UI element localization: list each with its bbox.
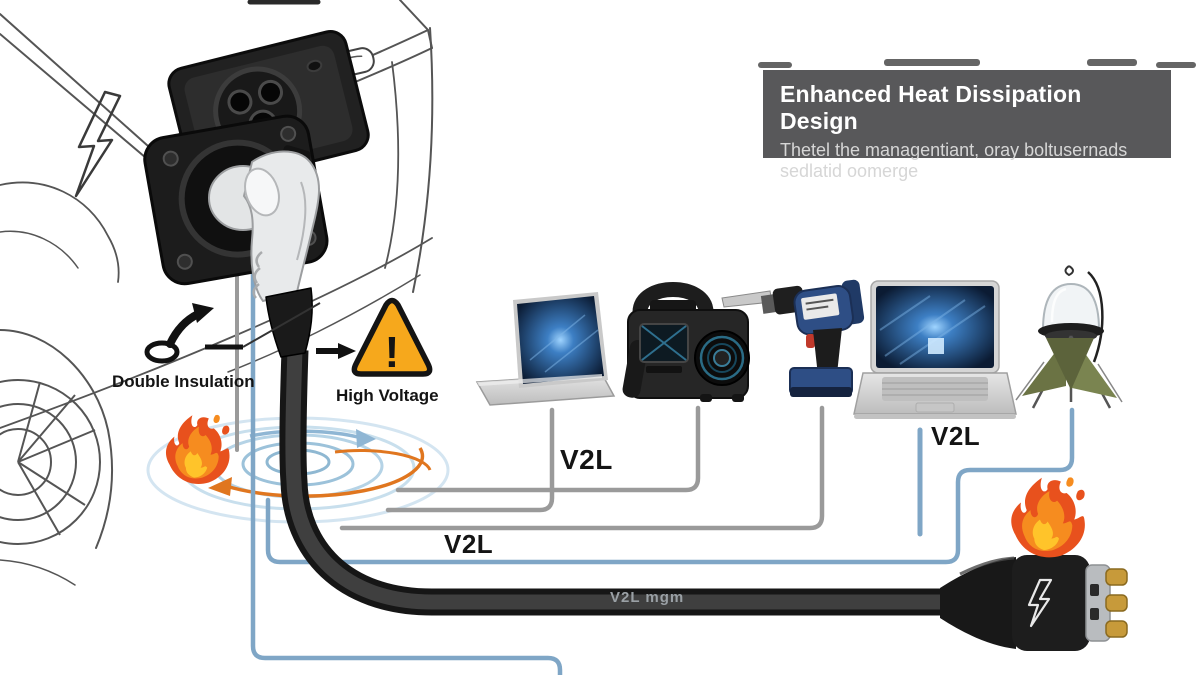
- device-camping-lantern: [1015, 265, 1123, 409]
- double-insulation-label: Double Insulation: [112, 372, 255, 391]
- callout-line2: sedlatid oomerge: [780, 161, 919, 181]
- device-power-station: [622, 282, 750, 402]
- warning-exclamation: !: [385, 328, 400, 377]
- device-laptop-1: [475, 292, 616, 406]
- line-gray-laptop1: [385, 407, 555, 513]
- arrow-right-icon: [316, 343, 356, 359]
- connection-lines: [235, 223, 1075, 675]
- flame-icon: [1011, 477, 1085, 558]
- line-gray-drill: [339, 405, 825, 531]
- device-laptop-2: [853, 280, 1017, 419]
- callout-line1: Thetel the managentiant, oray boltuserna…: [780, 140, 1128, 160]
- charging-plug: [208, 145, 320, 358]
- line-blue-to-lantern: [265, 407, 1075, 565]
- cable-text-label: V2L mgm: [610, 589, 685, 606]
- v2l-connector-icon: [940, 555, 1128, 651]
- wheel-sketch: [0, 379, 101, 545]
- warning-triangle-icon: !: [351, 297, 433, 377]
- v2l-label-lower: V2L: [444, 529, 494, 559]
- top-edge-marks: [758, 59, 1196, 68]
- pointer-line-to-cable: [242, 302, 321, 348]
- v2l-label-upper: V2L: [560, 444, 613, 475]
- callout-title: Enhanced Heat Dissipation Design: [780, 81, 1082, 134]
- device-drill: [721, 279, 865, 397]
- lightning-bolt-sketch-icon: [74, 90, 122, 198]
- line-gray-power-station: [395, 405, 701, 493]
- charging-cable: [279, 349, 946, 616]
- curved-arrow-icon: [144, 303, 214, 364]
- v2l-label-right: V2L: [931, 421, 981, 451]
- high-voltage-label: High Voltage: [336, 386, 439, 405]
- line-blue-bottom: [250, 225, 563, 675]
- callout-heat-dissipation: Enhanced Heat Dissipation Design Thetel …: [763, 70, 1171, 181]
